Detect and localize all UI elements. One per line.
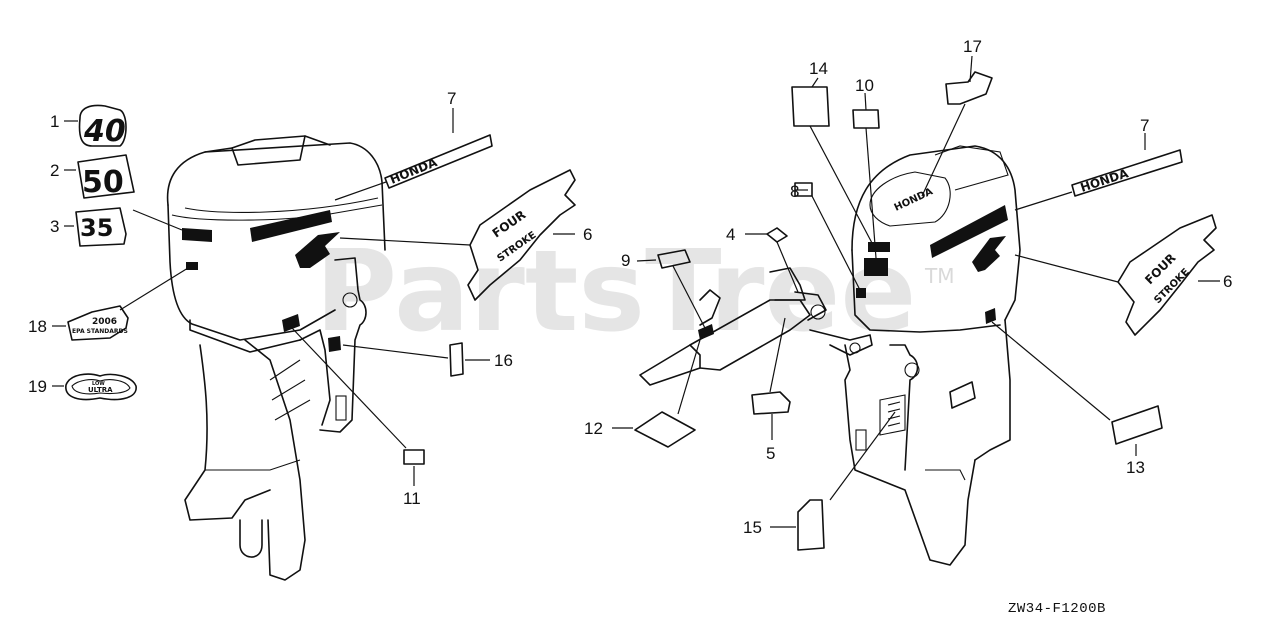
svg-text:ULTRA: ULTRA	[88, 386, 113, 394]
right-callouts: 14 10 17 8 4 9 7 6 5 12 13 15	[584, 37, 1232, 537]
callout-16: 16	[494, 351, 513, 370]
svg-text:LOW: LOW	[92, 381, 105, 387]
trademark-mark: TM	[924, 264, 954, 288]
callout-10: 10	[855, 76, 874, 95]
callout-17: 17	[963, 37, 982, 56]
decal-ultra-low: LOW ULTRA	[65, 373, 137, 401]
decal-part-4	[766, 227, 788, 243]
callout-12: 12	[584, 419, 603, 438]
callout-7-left: 7	[447, 89, 456, 108]
decal-four-stroke-right: FOUR STROKE	[1117, 214, 1217, 336]
callout-14: 14	[809, 59, 828, 78]
decal-part-5	[751, 391, 791, 415]
callout-2: 2	[50, 161, 59, 180]
callout-9: 9	[621, 251, 630, 270]
callout-19: 19	[28, 377, 47, 396]
callout-4: 4	[726, 225, 735, 244]
decal-part-10	[852, 109, 880, 129]
decal-part-13	[1111, 405, 1163, 445]
svg-text:HONDA: HONDA	[1079, 166, 1131, 195]
decal-35: 35	[75, 207, 127, 247]
svg-text:50: 50	[82, 165, 124, 200]
callout-11: 11	[403, 489, 421, 508]
decal-honda-left: HONDA	[384, 134, 493, 189]
callout-3: 3	[50, 217, 59, 236]
callout-8: 8	[790, 182, 799, 201]
decal-50: 50	[77, 154, 135, 200]
svg-text:HONDA: HONDA	[388, 155, 440, 187]
callout-6-left: 6	[583, 225, 592, 244]
watermark-text: PartsTree	[315, 227, 916, 357]
callout-5: 5	[766, 444, 775, 463]
left-callouts: 1 2 3 18 19 7 6 16 11	[28, 89, 592, 508]
callout-7-right: 7	[1140, 116, 1149, 135]
decal-part-16	[449, 342, 464, 377]
svg-text:2006: 2006	[92, 317, 117, 327]
decal-part-15	[797, 499, 825, 551]
decal-honda-right: HONDA	[1071, 149, 1183, 197]
decal-part-14	[791, 86, 830, 127]
svg-text:35: 35	[80, 214, 113, 242]
callout-18: 18	[28, 317, 47, 336]
svg-text:EPA STANDARDS: EPA STANDARDS	[72, 328, 128, 335]
callout-13: 13	[1126, 458, 1145, 477]
decal-part-12	[634, 411, 696, 448]
decal-part-9	[657, 249, 691, 269]
decal-40: 40	[78, 104, 127, 149]
cowl-top-decal-text: HONDA	[893, 186, 935, 214]
left-leader-lines	[52, 108, 575, 486]
callout-6-right: 6	[1223, 272, 1232, 291]
callout-1: 1	[50, 112, 59, 131]
decal-part-17	[945, 71, 993, 105]
drawing-code: ZW34-F1200B	[1008, 601, 1106, 617]
left-outboard-motor	[166, 135, 386, 581]
decal-part-11	[403, 449, 425, 465]
decal-emission-standard: 2006 EPA STANDARDS	[67, 305, 129, 341]
callout-15: 15	[743, 518, 762, 537]
svg-text:40: 40	[83, 114, 126, 149]
right-leader-lines	[612, 55, 1220, 528]
